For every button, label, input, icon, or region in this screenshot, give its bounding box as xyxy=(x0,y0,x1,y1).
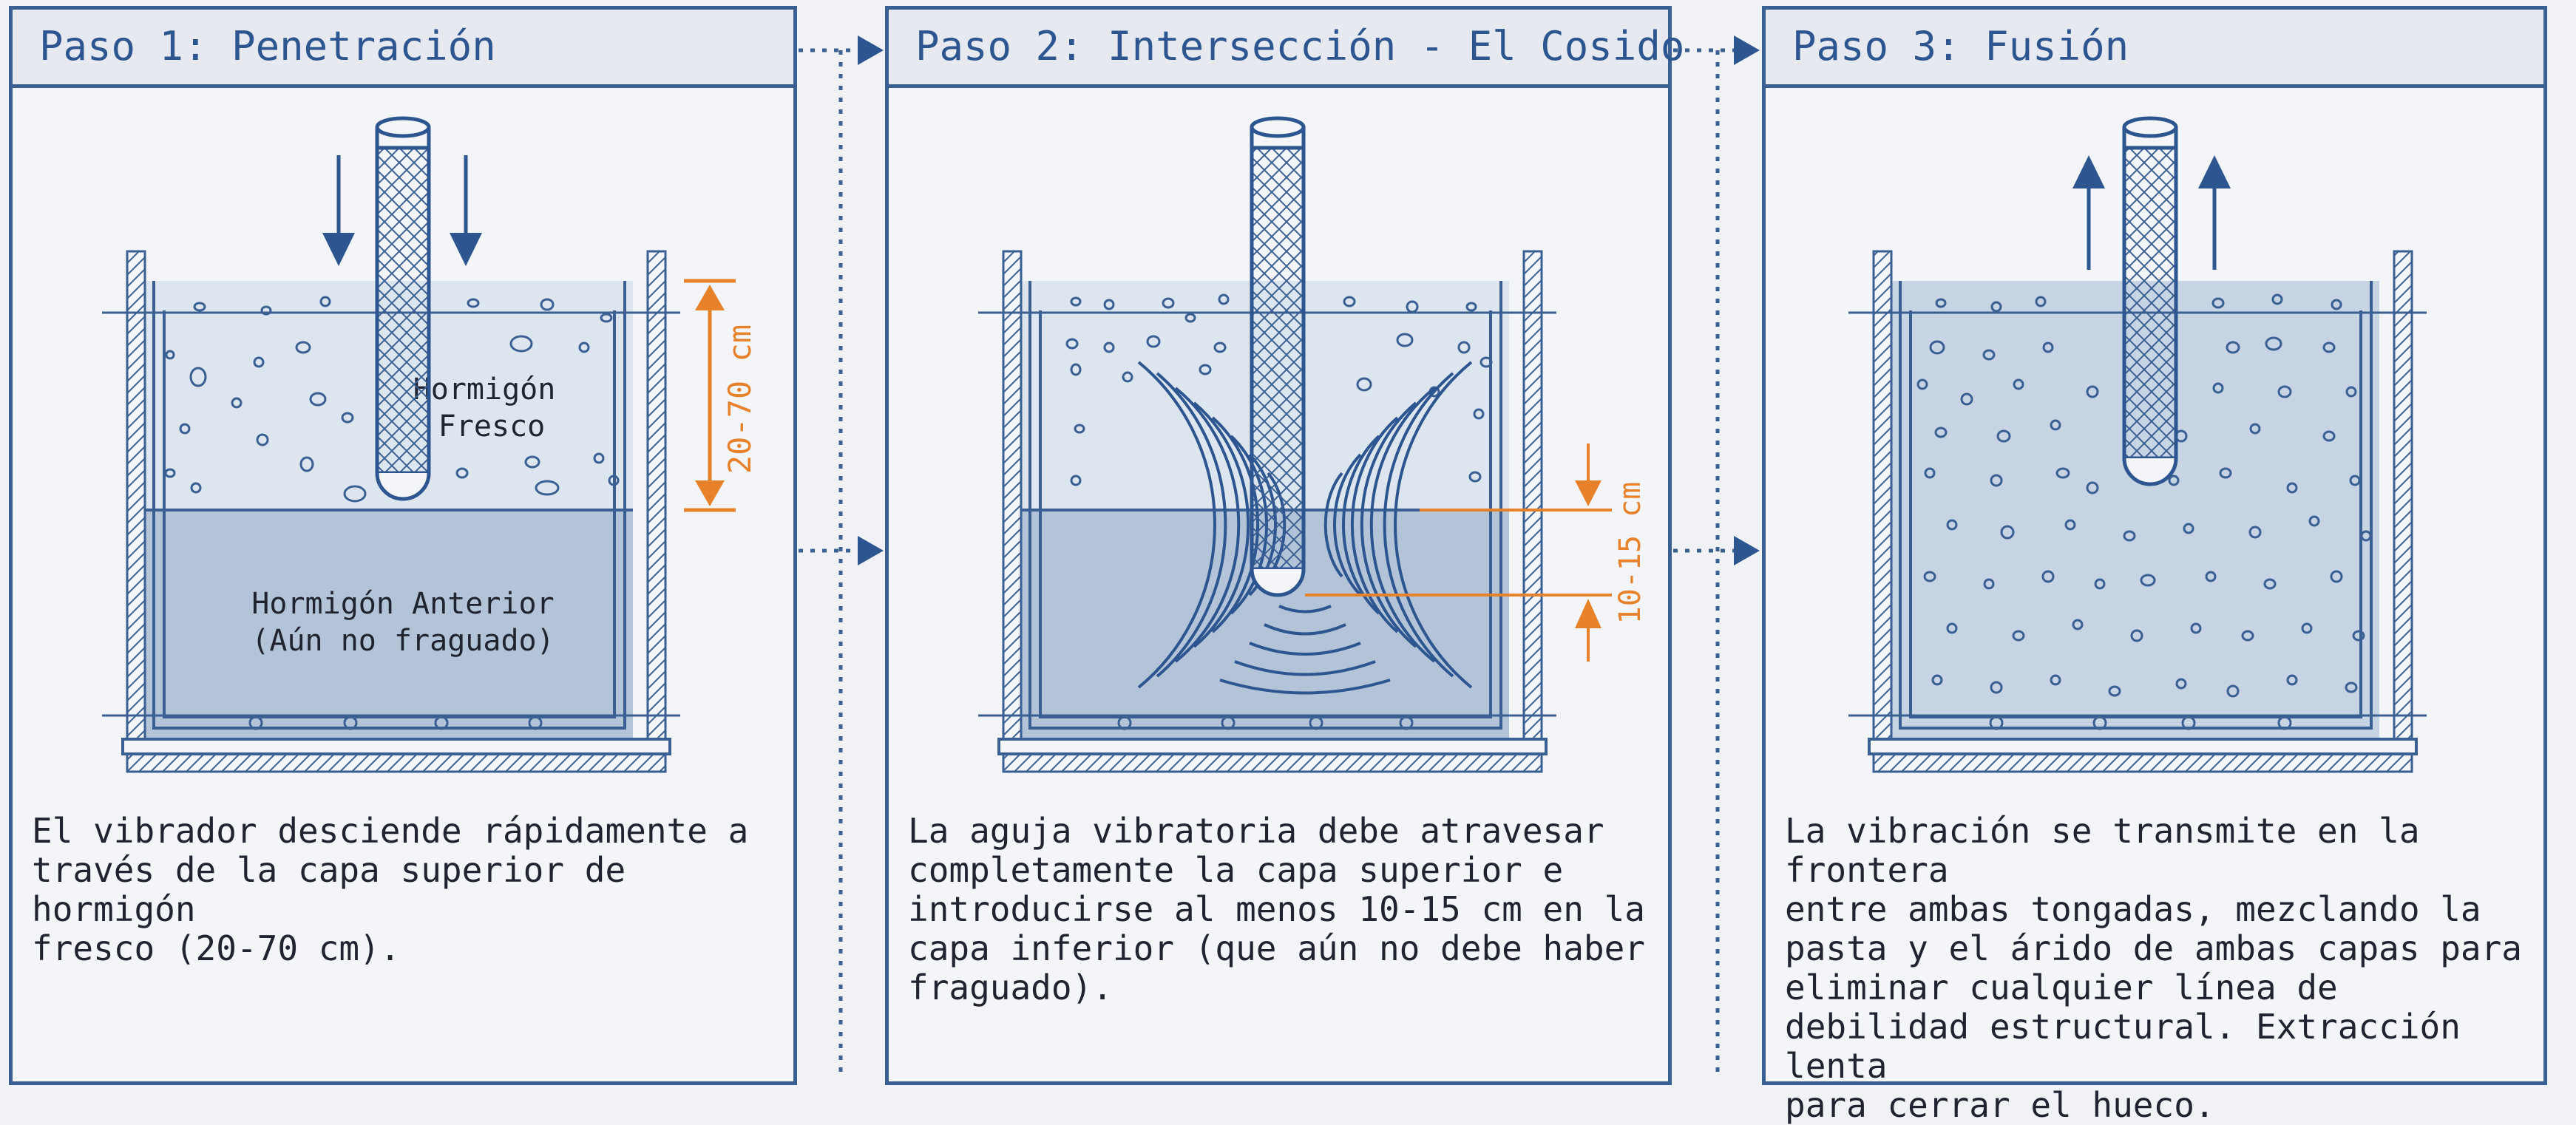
step-3-container xyxy=(1848,116,2427,773)
step-2-description: La aguja vibratoria debe atravesar compl… xyxy=(908,811,1645,1007)
step-1-description: El vibrador desciende rápidamente a trav… xyxy=(32,811,749,968)
dimension-label: 10-15 cm xyxy=(1613,482,1647,625)
arrow-down-icon xyxy=(450,155,482,266)
vibrator-needle-icon xyxy=(1250,116,1306,597)
aggregate-stones xyxy=(1916,293,2372,698)
diagram-canvas: Hormigón Fresco Hormigón Anterior (Aún n… xyxy=(102,35,2427,1074)
vibrator-needle-icon xyxy=(375,116,431,501)
fresh-concrete-label: Fresco xyxy=(438,409,546,443)
aggregate-stones xyxy=(1065,293,1493,486)
fresh-concrete-label: Hormigón xyxy=(413,373,556,407)
step-3-title: Paso 3: Fusión xyxy=(1766,10,2543,88)
step-1-container: Hormigón Fresco Hormigón Anterior (Aún n… xyxy=(102,116,758,773)
step-1-title: Paso 1: Penetración xyxy=(13,10,793,88)
arrow-down-icon xyxy=(322,155,355,266)
connector-1-2 xyxy=(799,48,858,1074)
arrow-right-icon xyxy=(1734,35,1760,565)
step-2-container: 10-15 cm xyxy=(978,116,1647,773)
old-concrete-label: Hormigón Anterior xyxy=(251,587,554,621)
arrow-up-icon xyxy=(2198,155,2231,270)
step-2-title: Paso 2: Intersección - El Cosido xyxy=(889,10,1684,88)
arrow-right-icon xyxy=(858,35,884,565)
rebar-dots xyxy=(1117,716,1414,730)
connector-2-3 xyxy=(1673,48,1734,1074)
dimension-label: 20-70 cm xyxy=(722,324,758,474)
dimension-marker xyxy=(684,279,736,512)
aggregate-stones xyxy=(164,296,620,503)
rebar-dots xyxy=(1989,716,2292,730)
arrow-up-icon xyxy=(2072,155,2105,270)
dimension-marker xyxy=(1305,443,1612,662)
old-concrete-label: (Aún no fraguado) xyxy=(251,624,554,658)
rebar-dots xyxy=(248,716,543,730)
vibrator-needle-icon xyxy=(2122,116,2178,486)
